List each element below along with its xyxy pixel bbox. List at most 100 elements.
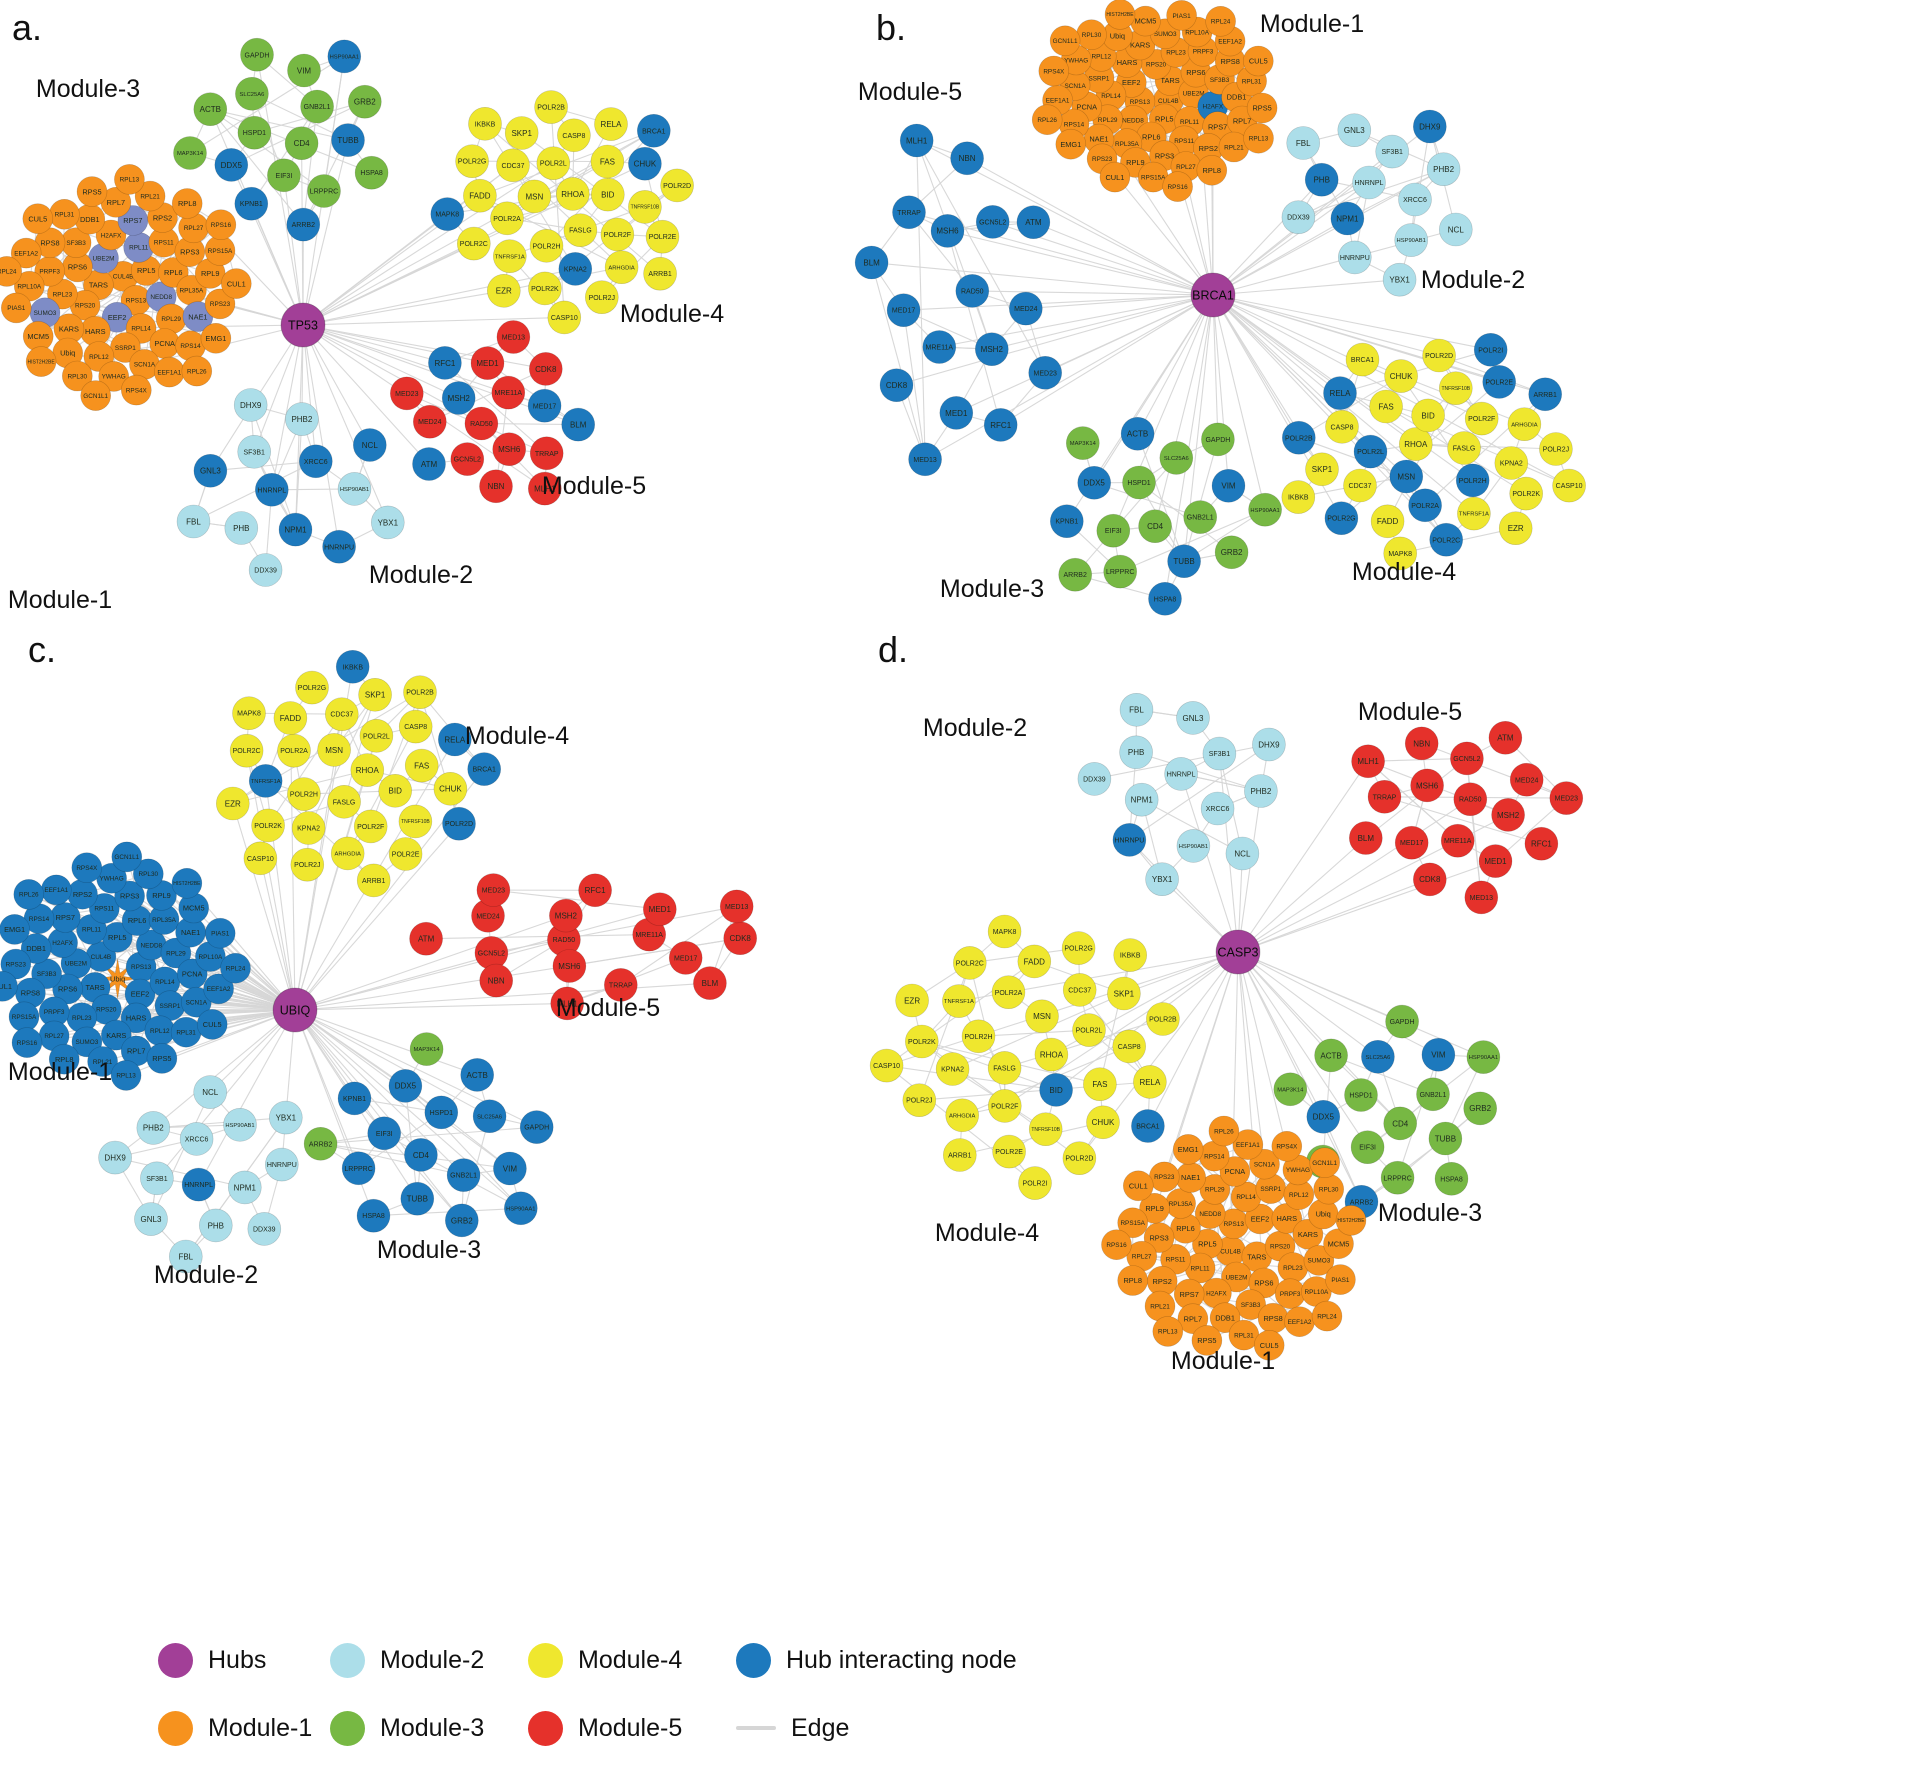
node-BRCA1: BRCA1: [1131, 1109, 1165, 1143]
node-label: CASP10: [247, 856, 274, 863]
node-MED24: MED24: [1009, 291, 1043, 326]
node-GAPDH: GAPDH: [1201, 422, 1235, 457]
node-label: HNRNPL: [1167, 771, 1196, 778]
caption-c-Module-2: Module-2: [154, 1261, 258, 1289]
node-FADD: FADD: [1370, 504, 1405, 539]
node-ACTB: ACTB: [1120, 416, 1155, 451]
node-POLR2B: POLR2B: [1282, 420, 1316, 455]
node-label: HARS: [1117, 58, 1138, 67]
node-ARRB2: ARRB2: [1058, 557, 1092, 592]
node-label: RPL29: [1205, 1187, 1225, 1194]
node-label: POLR2L: [363, 733, 390, 740]
panel-a-nodes: CD4HSPD1GNB2L1EIF3ISLC25A6TUBBDDX5VIMLRP…: [0, 37, 694, 587]
node-RPS23: RPS23: [0, 948, 32, 980]
node-label: NPM1: [234, 1183, 257, 1192]
node-HSP90AA1: HSP90AA1: [503, 1191, 538, 1226]
node-label: CHUK: [1390, 372, 1413, 381]
node-RPL21: RPL21: [134, 180, 166, 212]
node-label: MED24: [476, 913, 499, 920]
node-PHB: PHB: [1304, 162, 1339, 197]
node-label: MSH6: [936, 227, 959, 236]
node-MSN: MSN: [317, 733, 351, 767]
node-CUL1: CUL1: [1123, 1170, 1154, 1202]
node-label: SSRP1: [160, 1003, 181, 1010]
node-label: MCM5: [1135, 17, 1157, 26]
node-SLC25A6: SLC25A6: [1361, 1040, 1395, 1074]
node-label: MLH1: [557, 999, 579, 1008]
node-label: RPS5: [152, 1054, 171, 1063]
node-RPS4X: RPS4X: [71, 852, 103, 884]
legend-label: Module-1: [208, 1713, 313, 1742]
node-label: TRRAP: [609, 982, 633, 989]
node-label: RPL30: [1319, 1187, 1339, 1194]
node-label: SF3B3: [37, 971, 57, 978]
node-NPM1: NPM1: [1124, 782, 1159, 817]
node-label: GRB2: [354, 98, 376, 107]
node-label: RPL26: [187, 368, 207, 375]
node-label: EEF2: [131, 990, 149, 999]
node-EZR: EZR: [895, 983, 929, 1018]
node-MAPK8: MAPK8: [1383, 536, 1417, 571]
node-label: MSH2: [981, 345, 1004, 354]
node-label: PHB2: [143, 1124, 164, 1133]
node-label: RPS16: [17, 1040, 38, 1047]
node-RAD50: RAD50: [464, 406, 499, 441]
node-CDK8: CDK8: [528, 352, 563, 386]
node-label: RPS4X: [126, 387, 148, 394]
node-label: ARHGDIA: [608, 265, 635, 271]
node-label: NCL: [362, 441, 379, 450]
node-label: TUBB: [1435, 1134, 1456, 1143]
node-label: XRCC6: [185, 1136, 209, 1143]
node-label: UBE2M: [65, 961, 87, 968]
node-GCN1L1: GCN1L1: [80, 380, 111, 411]
node-label: RPL6: [164, 268, 183, 277]
node-label: HNRNPU: [324, 544, 354, 551]
node-RHOA: RHOA: [1034, 1037, 1069, 1072]
node-ARRB1: ARRB1: [1528, 377, 1562, 412]
node-POLR2B: POLR2B: [403, 675, 437, 710]
node-label: BRCA1: [642, 128, 665, 135]
node-label: MED23: [1555, 796, 1578, 803]
node-label: MED1: [945, 409, 968, 418]
node-label: RPS14: [1064, 121, 1085, 128]
node-ACTB: ACTB: [193, 92, 228, 126]
node-label: SF3B3: [1210, 77, 1230, 84]
node-EIF3I: EIF3I: [1350, 1130, 1385, 1164]
node-MED1: MED1: [939, 396, 974, 430]
node-RPL7: RPL7: [1177, 1303, 1209, 1334]
node-MED17: MED17: [1394, 825, 1429, 860]
node-RPS4X: RPS4X: [1271, 1131, 1303, 1162]
node-IKBKB: IKBKB: [1281, 480, 1316, 514]
node-label: RPS15A: [1141, 174, 1166, 181]
node-MED1: MED1: [470, 346, 505, 380]
node-RPS2: RPS2: [67, 878, 98, 910]
panel-d: HNRNPLXRCC6NPM1SF3B1HSP90AB1PHBPHB2HNRNP…: [869, 629, 1584, 1375]
node-FBL: FBL: [176, 504, 211, 539]
node-TNFRSF10B: TNFRSF10B: [628, 190, 662, 224]
node-label: GNL3: [141, 1215, 162, 1224]
node-label: NCL: [202, 1088, 219, 1097]
node-CASP10: CASP10: [243, 841, 278, 876]
node-POLR2F: POLR2F: [987, 1089, 1022, 1123]
node-label: RPS20: [75, 303, 96, 310]
node-label: RPL10A: [1185, 29, 1210, 36]
caption-b-Module-3: Module-3: [940, 575, 1044, 603]
hub-BRCA1: BRCA1: [1190, 272, 1236, 318]
node-label: ACTB: [1320, 1051, 1341, 1060]
node-RPS16: RPS16: [205, 209, 237, 240]
node-label: EEF2: [108, 313, 126, 322]
node-label: POLR2H: [964, 1034, 992, 1041]
node-BLM: BLM: [1349, 821, 1383, 855]
node-POLR2H: POLR2H: [529, 229, 564, 263]
node-CDK8: CDK8: [723, 921, 758, 956]
node-PIAS1: PIAS1: [0, 292, 32, 324]
node-label: CUL4B: [113, 274, 134, 281]
node-KPNA2: KPNA2: [1494, 446, 1529, 480]
node-MED24: MED24: [1509, 762, 1544, 797]
node-label: KARS: [106, 1031, 126, 1040]
node-RPL8: RPL8: [48, 1043, 80, 1075]
legend-label: Module-3: [380, 1713, 485, 1742]
node-RPL21: RPL21: [87, 1046, 118, 1077]
node-IKBKB: IKBKB: [1113, 938, 1147, 972]
